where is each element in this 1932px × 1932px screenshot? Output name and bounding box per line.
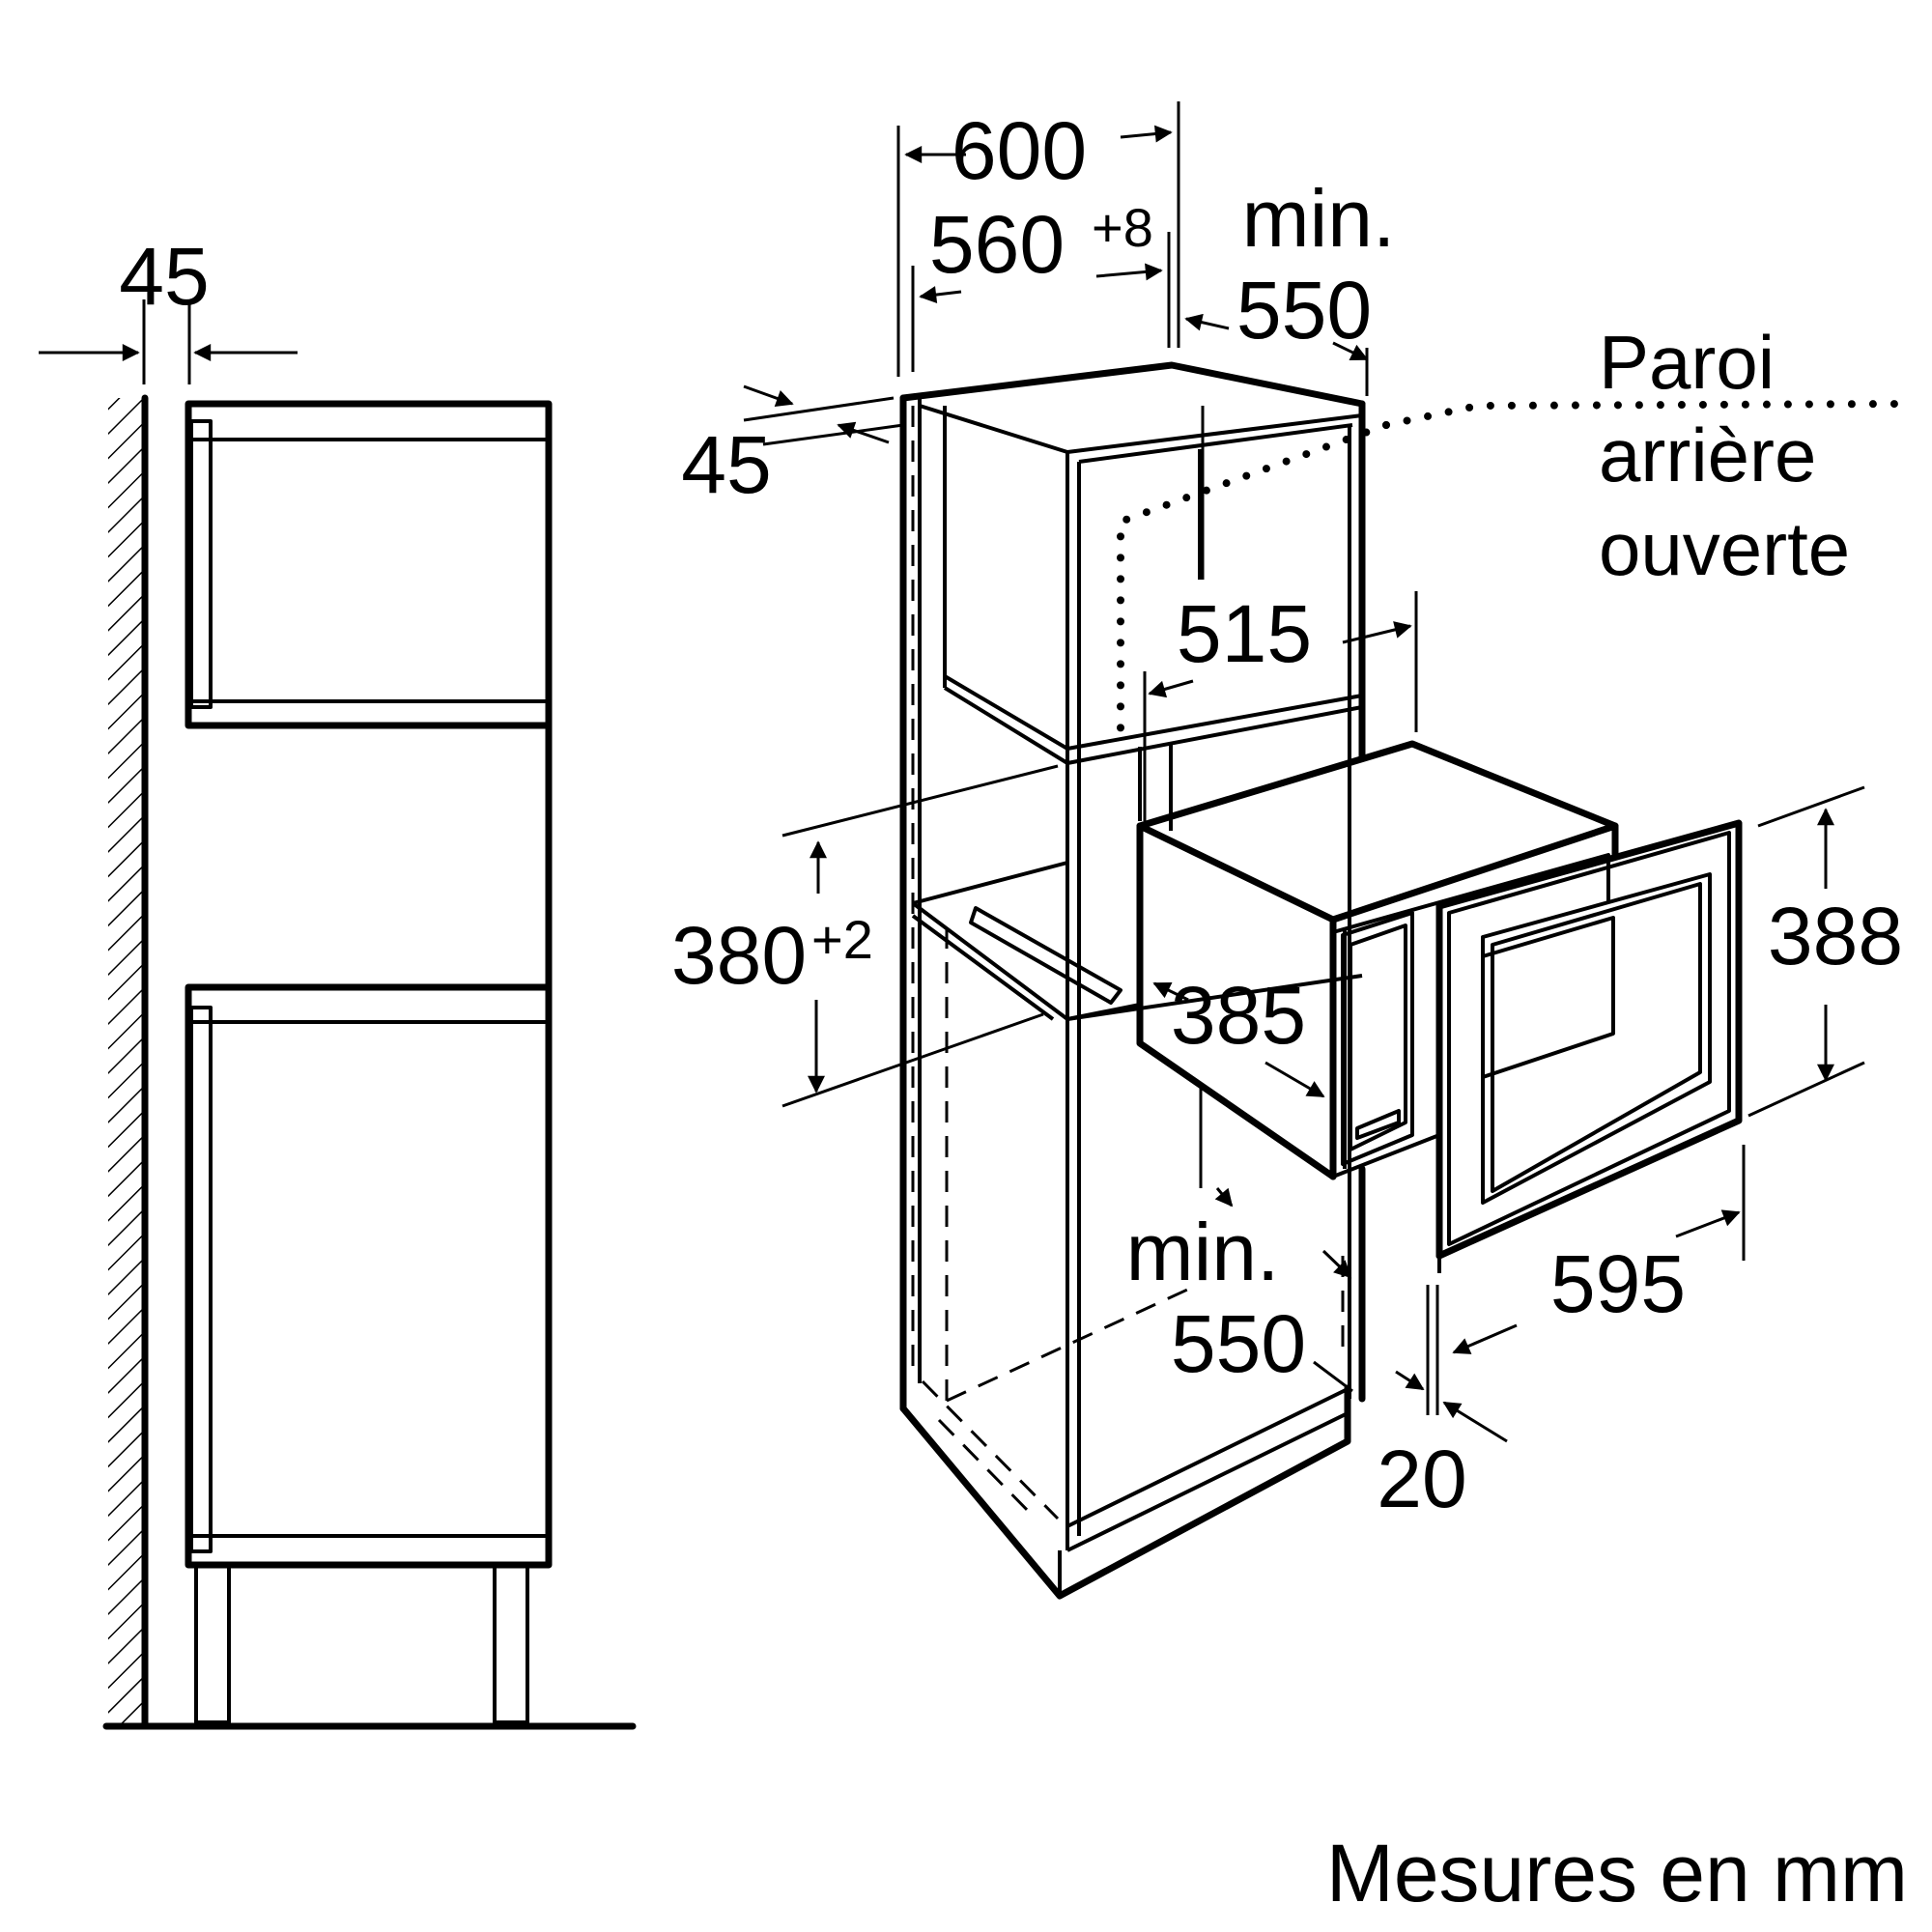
note-line-1: Paroi bbox=[1599, 320, 1775, 405]
wall bbox=[108, 394, 149, 1730]
note-line-2: arrière bbox=[1599, 412, 1816, 497]
dim-550-top-min: min. bbox=[1242, 173, 1396, 264]
dimension-45-top: 45 bbox=[681, 384, 904, 510]
units-caption: Mesures en mm bbox=[1326, 1828, 1908, 1918]
dimension-550-bottom: min. 550 bbox=[1126, 1087, 1353, 1393]
dimension-380: 380 +2 bbox=[671, 764, 1059, 1108]
dimension-595: 595 bbox=[1435, 1145, 1746, 1415]
dim-45-top-label: 45 bbox=[681, 419, 771, 510]
dimension-550-top: min. 550 bbox=[1184, 173, 1396, 396]
side-lower-unit bbox=[185, 983, 553, 1569]
dim-550-top-label: 550 bbox=[1236, 265, 1372, 355]
side-view: 45 bbox=[39, 231, 637, 1730]
dim-385-label: 385 bbox=[1171, 970, 1306, 1061]
dimension-20: 20 bbox=[1377, 1285, 1508, 1524]
tall-cabinet bbox=[899, 361, 1366, 1600]
microwave-oven bbox=[1136, 740, 1743, 1273]
dim-380-label: 380 bbox=[671, 910, 807, 1001]
dim-550-bottom-min: min. bbox=[1126, 1207, 1280, 1297]
dim-595-label: 595 bbox=[1550, 1238, 1686, 1329]
dim-600-label: 600 bbox=[952, 105, 1087, 196]
dim-380-tolerance: +2 bbox=[811, 909, 873, 970]
dim-560-tolerance: +8 bbox=[1092, 197, 1153, 258]
dimension-600: 600 bbox=[896, 101, 1180, 377]
dimension-515: 515 bbox=[1143, 406, 1418, 821]
note-line-3: ouverte bbox=[1599, 506, 1850, 591]
dimension-45-side: 45 bbox=[39, 231, 298, 384]
dim-45-side-label: 45 bbox=[119, 231, 209, 322]
side-feet bbox=[194, 1563, 529, 1724]
open-back-dotted bbox=[1117, 400, 1912, 753]
dimension-388: 388 bbox=[1747, 785, 1903, 1118]
dim-20-label: 20 bbox=[1377, 1434, 1466, 1524]
dimension-560: 560 +8 bbox=[911, 197, 1171, 372]
dimension-385: 385 bbox=[1152, 970, 1325, 1098]
dim-560-label: 560 bbox=[929, 199, 1065, 290]
note-open-back: Paroi arrière ouverte bbox=[1599, 320, 1850, 591]
side-upper-unit bbox=[185, 400, 553, 729]
dim-388-label: 388 bbox=[1768, 891, 1903, 981]
iso-view: 600 560 +8 min. 550 45 bbox=[671, 101, 1912, 1600]
dim-515-label: 515 bbox=[1177, 588, 1312, 679]
dim-550-bottom-label: 550 bbox=[1171, 1298, 1306, 1389]
